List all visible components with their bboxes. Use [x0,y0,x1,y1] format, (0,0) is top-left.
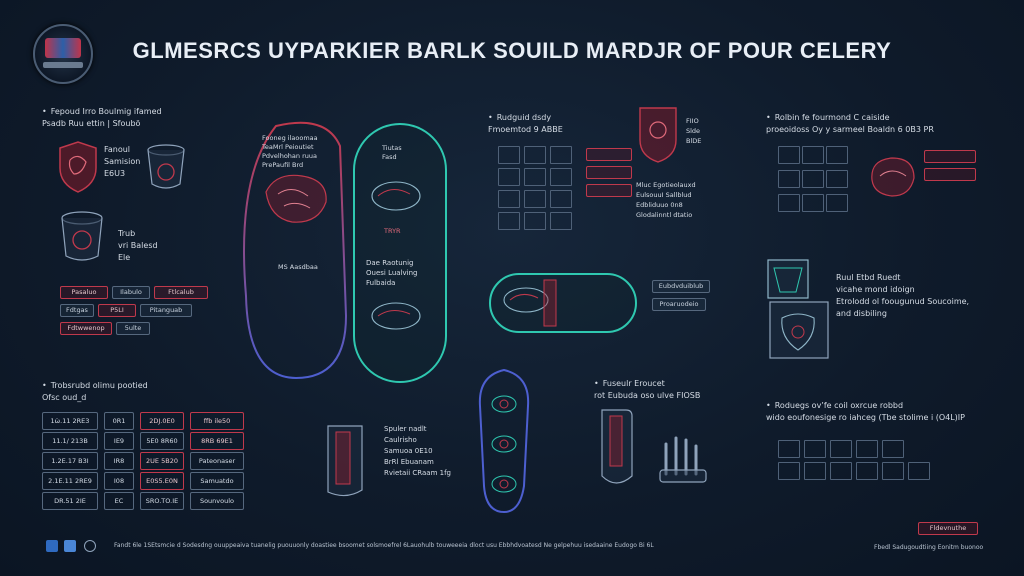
left-oval-top-text: Fooneg ilaoomaa TeaMrl Peioutiet Pdvelho… [262,134,318,169]
red-tag[interactable] [586,184,632,197]
right-oval-top-text: Tiutas Fasd [382,144,402,161]
top-right-heading: Rolbin fe fourmond C caiside proeoidoss … [766,112,986,136]
table-cell: 11.1/ 213B [42,432,98,450]
brain-icon [871,157,915,197]
brain-icon [265,174,327,223]
pill-tag[interactable]: Eubdvduiblub [652,280,710,293]
table-cell: DR.51 2IE [42,492,98,510]
table-cell: 5E0 8R60 [140,432,184,450]
brain-icon [503,287,549,313]
cup-icon [147,144,185,189]
top-left-label1: Fanoul Samision E6U3 [104,145,141,178]
tag-box[interactable]: Ilabulo [112,286,150,299]
table-cell: Sounvoulo [190,492,244,510]
brain-icon [371,302,421,330]
hand-icon [659,436,707,483]
center-ovals [243,121,447,383]
bottom-left-heading: Trobsrubd olimu pootied Ofsc oud_d [42,380,212,404]
center-mid-pill [489,273,637,333]
tag-box[interactable]: P5LI [98,304,136,317]
center-top-heading: Rudguid dsdy Fmoemtod 9 ABBE [488,112,628,136]
tag-box[interactable]: Pasaluo [60,286,108,299]
tag-box[interactable]: Fdtwwenop [60,322,112,335]
table-cell: E0S5.E0N [140,472,184,490]
center-top-list: Mluc Egotieolauxd EulsouuI Sallblud Edbl… [636,181,696,219]
table-cell: IR8 [104,452,134,470]
circle-icon[interactable] [84,540,96,552]
right-oval-mid-text: TRYR [384,227,401,235]
red-tag[interactable] [586,148,632,161]
footer-text: Fandt 6le 1SEtsmcie d Sodesdng ouuppeaiv… [114,542,654,549]
table-cell: 1.2E.17 B3I [42,452,98,470]
cup-icon [61,211,103,261]
tag-box[interactable]: Fdtgas [60,304,94,317]
link-icon[interactable] [64,540,76,552]
center-bottom-text: Spuler nadlt Caulrisho Samuoa 0E10 BrRl … [384,425,451,477]
top-left-icons [59,141,185,261]
shield-icon [639,107,677,163]
pelvis-icon [767,259,829,359]
right-oval-outline [353,123,447,383]
center-bottom-box [327,425,363,497]
table-cell: 2.1E.11 2RE9 [42,472,98,490]
hand-icon [601,409,633,484]
table-cell: 2UE 5B20 [140,452,184,470]
table-cell: Pateonaser [190,452,244,470]
logo-badge-icon [33,24,93,84]
top-left-label2: Trub vri Balesd Ele [118,229,158,262]
tag-box[interactable]: Pitanguab [140,304,192,317]
center-vertical-oval [478,368,530,514]
mid-right-text: Ruul Etbd Ruedt vicahe mond idoign Etrol… [836,273,970,318]
red-tag[interactable] [924,150,976,163]
table-cell: 0R1 [104,412,134,430]
share-icon[interactable] [46,540,58,552]
pill-tag[interactable]: Proaruodeio [652,298,706,311]
table-cell: 2DJ.0E0 [140,412,184,430]
red-tag[interactable] [924,168,976,181]
bottom-right-heading: Roduegs ov’fe coil oxrcue robbd wido eou… [766,400,1006,424]
shield-icon [59,141,97,193]
left-oval-bottom-text: MS Aasdbaa [278,263,318,271]
footer-right-text: Fbedl Sadugoudtiing Eonitm buonoo [874,544,984,551]
table-cell: I08 [104,472,134,490]
hand-icons [601,409,707,484]
tag-box[interactable]: Ftlcalub [154,286,208,299]
brain-icon [371,181,421,211]
page-title: GLMESRCS UYPARKIER BARLK SOUILD MARDJR O… [132,38,892,63]
left-oval-outline [243,121,348,380]
table-cell: 1ὼ.11 2RE3 [42,412,98,430]
table-cell: IE9 [104,432,134,450]
table-cell: SRO.TO.IE [140,492,184,510]
table-cell: Samuatdo [190,472,244,490]
center-top-side-label: FIIO Slde BlDE [686,117,702,145]
table-cell: ffb ile50 [190,412,244,430]
top-left-heading: Fepoud Irro Boulmig ifamed Psadb Ruu ett… [42,106,192,130]
table-cell: 8RB 69E1 [190,432,244,450]
red-tag[interactable] [586,166,632,179]
right-oval-lower-text: Dae Raotunig Ouesi Lualving Fulbaida [366,259,418,287]
tag-box[interactable]: 5ulte [116,322,150,335]
footer-tag[interactable]: Fldevnuthe [918,522,978,535]
center-bottom-right-heading: Fuseulr Eroucet rot Eubuda oso ulve FIOS… [594,378,754,402]
table-cell: EC [104,492,134,510]
